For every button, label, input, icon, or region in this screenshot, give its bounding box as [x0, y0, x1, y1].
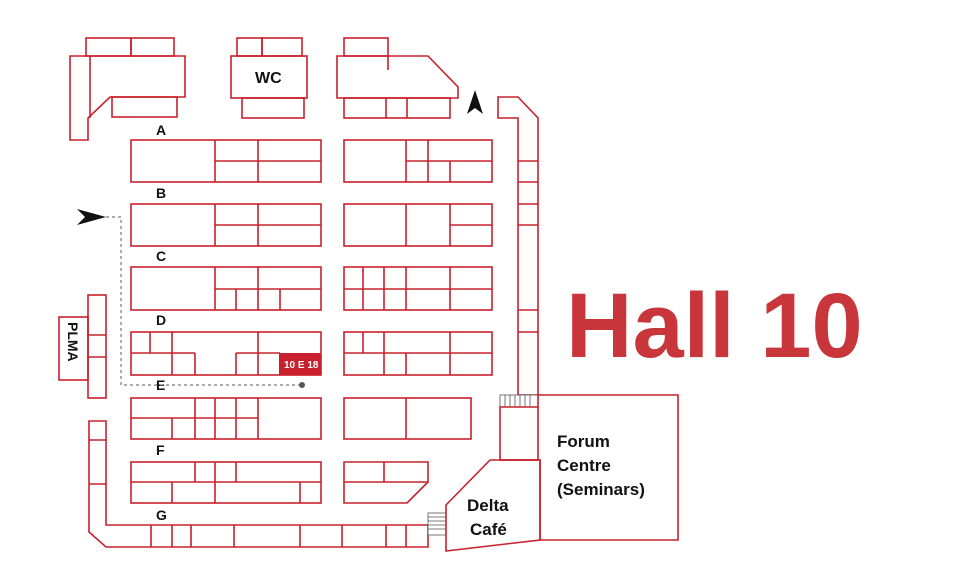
- booth-number: 10 E 18: [284, 360, 319, 371]
- row-a-right: [343, 139, 493, 183]
- row-a-left: [130, 139, 322, 183]
- north-arrow-icon: [467, 90, 483, 114]
- highlighted-booth[interactable]: [279, 353, 321, 375]
- row-b-left: [130, 203, 322, 247]
- aisle-label-c: C: [156, 248, 166, 264]
- aisle-label-g: G: [156, 507, 167, 523]
- forum-label-line2: Centre: [557, 456, 611, 475]
- aisle-label-f: F: [156, 442, 165, 458]
- route-path: [106, 216, 302, 386]
- aisle-label-d: D: [156, 312, 166, 328]
- row-b-right: [343, 203, 493, 247]
- plma-label: PLMA: [65, 322, 81, 362]
- top-right-booths: [336, 37, 459, 119]
- hall-title: Hall 10: [566, 275, 863, 377]
- row-c-right: [343, 266, 493, 311]
- wc-label: WC: [255, 70, 282, 87]
- row-f-right: [343, 461, 429, 504]
- route-end-dot: [299, 382, 305, 388]
- forum-label-line3: (Seminars): [557, 480, 645, 499]
- stairs-forum: [499, 394, 539, 408]
- row-c-left: [130, 266, 322, 311]
- top-left-booths: [69, 37, 186, 141]
- row-e-left: [130, 397, 322, 440]
- stairs-cafe: [427, 512, 447, 536]
- row-e-right: [343, 397, 472, 440]
- wc-block: WC: [230, 37, 308, 119]
- perimeter-booths: [88, 420, 429, 548]
- row-d-right: [343, 331, 493, 376]
- plma-block: PLMA: [58, 294, 107, 399]
- forum-centre: Forum Centre (Seminars): [499, 394, 679, 541]
- row-f-left: [130, 461, 322, 504]
- row-d-left: 10 E 18: [130, 331, 322, 376]
- cafe-label-line1: Delta: [467, 496, 509, 515]
- forum-label-line1: Forum: [557, 432, 610, 451]
- aisle-label-b: B: [156, 185, 166, 201]
- aisle-label-a: A: [156, 122, 166, 138]
- entrance-arrow-icon: [77, 209, 106, 225]
- delta-cafe: Delta Café: [445, 459, 541, 552]
- cafe-label-line2: Café: [470, 520, 507, 539]
- right-corridor-booths: [497, 96, 539, 396]
